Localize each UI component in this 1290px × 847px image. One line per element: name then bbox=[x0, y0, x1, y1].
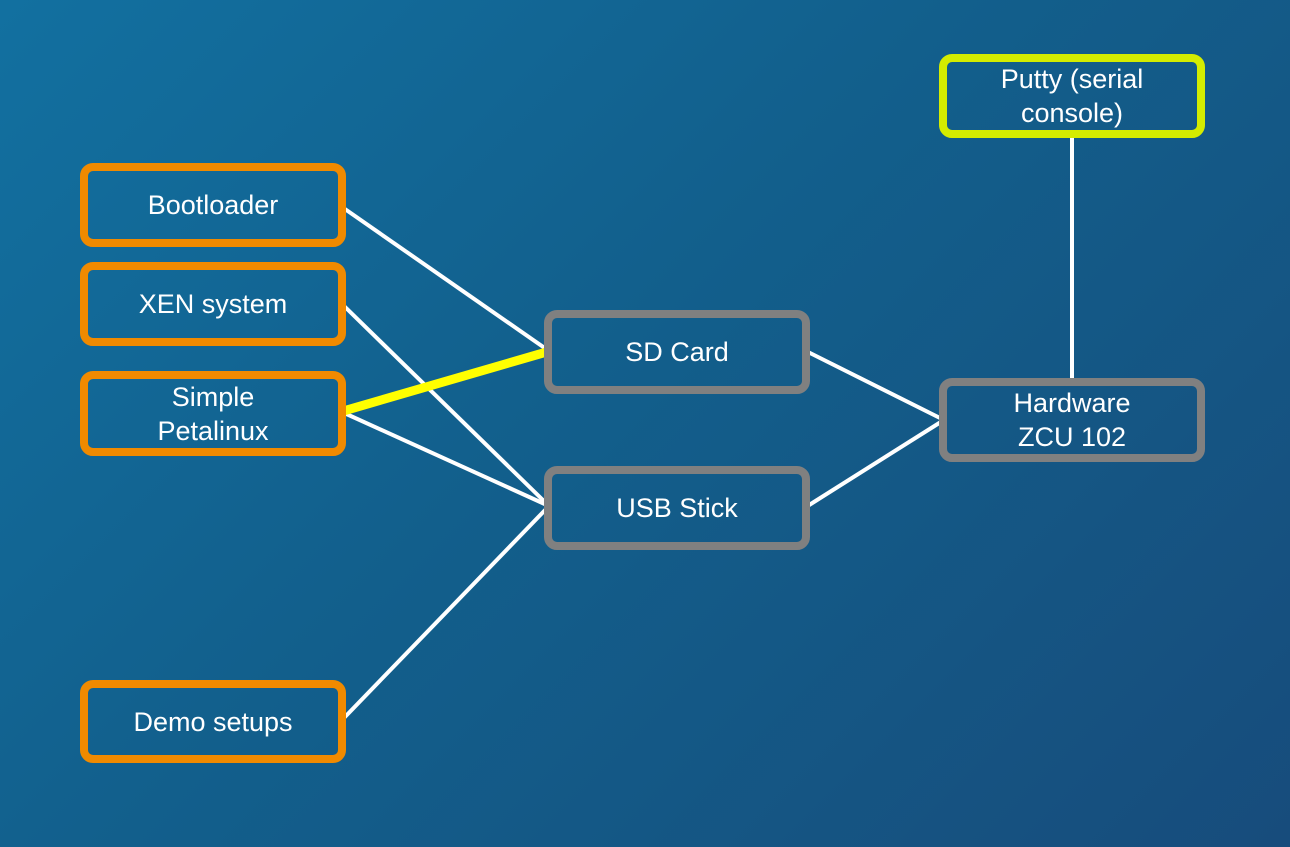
edge-demo-setups-usb-stick bbox=[340, 504, 551, 722]
node-hardware-label: Hardware ZCU 102 bbox=[1013, 388, 1131, 452]
edge-simple-petalinux-usb-stick bbox=[341, 410, 550, 508]
node-usb-stick-label: USB Stick bbox=[616, 493, 738, 523]
edge-bootloader-sd-card bbox=[340, 205, 551, 353]
node-simple-petalinux: Simple Petalinux bbox=[80, 371, 346, 456]
edge-xen-system-usb-stick bbox=[340, 302, 551, 508]
node-bootloader-label: Bootloader bbox=[147, 190, 279, 220]
edge-usb-stick-hardware bbox=[804, 418, 946, 509]
node-demo-setups-label: Demo setups bbox=[133, 706, 293, 737]
node-xen-system-label: XEN system bbox=[138, 289, 288, 319]
node-putty: Putty (serial console) bbox=[939, 54, 1205, 138]
node-hardware: Hardware ZCU 102 bbox=[939, 378, 1205, 462]
node-usb-stick: USB Stick bbox=[544, 466, 810, 550]
node-sd-card-label: SD Card bbox=[625, 337, 729, 367]
node-bootloader: Bootloader bbox=[80, 163, 346, 247]
edge-sd-card-hardware bbox=[805, 349, 945, 422]
node-demo-setups: Demo setups bbox=[80, 680, 346, 763]
node-simple-petalinux-label: Simple Petalinux bbox=[157, 381, 269, 446]
edge-simple-petalinux-sd-card-highlight bbox=[338, 346, 552, 417]
node-sd-card: SD Card bbox=[544, 310, 810, 394]
node-xen-system: XEN system bbox=[80, 262, 346, 346]
node-putty-label: Putty (serial console) bbox=[1000, 64, 1144, 128]
